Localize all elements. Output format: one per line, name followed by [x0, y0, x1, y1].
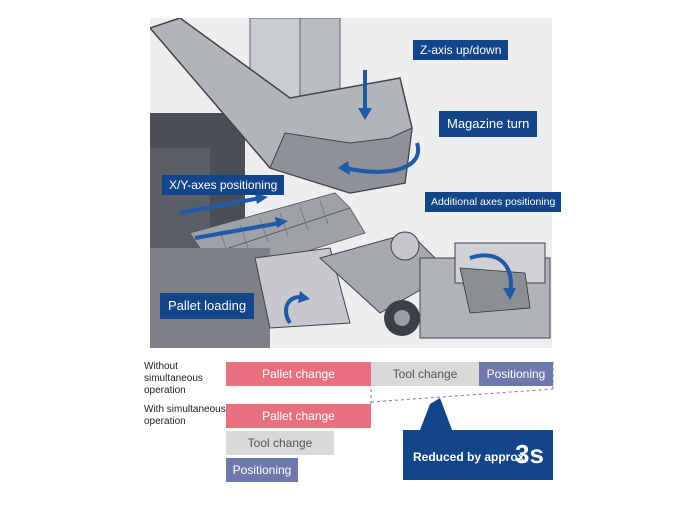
magazine-turn-callout: Magazine turn — [439, 111, 538, 137]
z-axis-callout: Z-axis up/down — [413, 40, 509, 60]
reduction-value: 3s — [515, 439, 544, 469]
reduction-text: Reduced by approx. — [413, 450, 528, 464]
pallet-loading-callout: Pallet loading — [160, 293, 255, 319]
reduction-callout: Reduced by approx. 3s — [403, 430, 553, 480]
with-simultaneous-label: With simultaneous operation — [144, 404, 226, 427]
additional-axes-callout: Additional axes positioning — [425, 192, 562, 212]
without-simultaneous-label: Without simultaneous operation — [144, 361, 203, 396]
bar-tool-change-simultaneous: Tool change — [226, 431, 334, 455]
xy-axes-callout: X/Y-axes positioning — [162, 175, 285, 195]
bar-tool-change-sequential: Tool change — [371, 362, 479, 386]
bar-positioning-simultaneous: Positioning — [226, 458, 298, 482]
bar-pallet-change-simultaneous: Pallet change — [226, 404, 371, 428]
bar-pallet-change-sequential: Pallet change — [226, 362, 371, 386]
bar-positioning-sequential: Positioning — [479, 362, 553, 386]
